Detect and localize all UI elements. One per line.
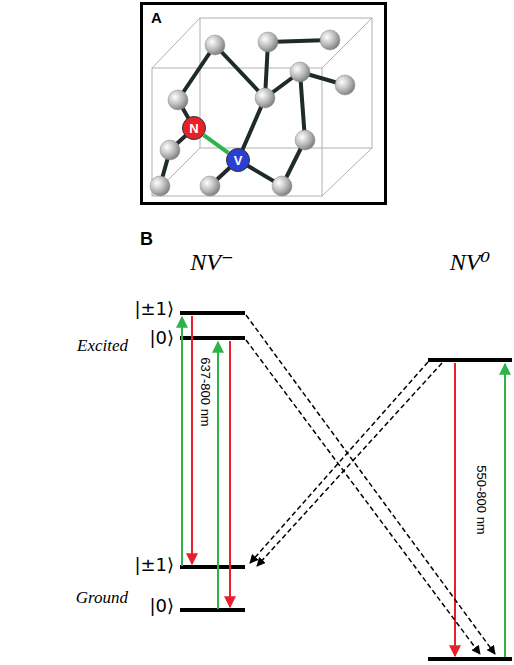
carbon-atom [200, 176, 220, 196]
energy-level [180, 336, 245, 340]
vacancy-site: V [226, 148, 250, 172]
carbon-atoms [150, 30, 355, 196]
conversion-arrows [246, 315, 495, 654]
spin-level-label: |0⟩ [149, 328, 174, 348]
cube-edge [322, 148, 372, 196]
emission-arrow [191, 316, 193, 564]
dashed-arrow [246, 315, 495, 654]
nitrogen-atom: N [182, 116, 206, 140]
carbon-atom [335, 75, 355, 95]
dashed-arrow [246, 340, 480, 654]
spin-level-label: |±1⟩ [134, 555, 174, 575]
unit-cell-wireframe [152, 18, 372, 196]
dashed-arrow [257, 363, 442, 566]
carbon-atom [255, 88, 275, 108]
excitation-arrow [504, 364, 506, 657]
carbon-atom [272, 176, 292, 196]
carbon-atom [258, 32, 278, 52]
carbon-atom [320, 30, 340, 50]
energy-level [180, 565, 245, 569]
wavelength-range: 637-800 nm [198, 357, 212, 426]
optical-transitions [182, 316, 505, 657]
manifold-label: Excited [77, 337, 128, 356]
excitation-arrow [181, 317, 183, 566]
panel-letter: A [151, 9, 384, 26]
panel-letter: B [140, 230, 153, 250]
bond [215, 45, 265, 98]
manifold-label: Ground [76, 589, 128, 608]
carbon-atom [205, 35, 225, 55]
energy-level [428, 358, 512, 362]
excitation-arrow [217, 342, 219, 609]
energy-level [180, 608, 245, 612]
spin-level-label: |0⟩ [149, 596, 174, 616]
bonds [160, 40, 345, 186]
carbon-atom [168, 90, 188, 110]
carbon-atom [160, 140, 180, 160]
emission-arrow [454, 363, 456, 656]
atom-symbol: N [189, 121, 198, 136]
energy-level [180, 311, 245, 315]
emission-arrow [229, 341, 231, 607]
carbon-atom [290, 62, 310, 82]
state-heading: NV⁰ [450, 249, 490, 275]
bond-connector [204, 135, 229, 153]
cube-back-face [200, 18, 372, 148]
carbon-atom [295, 130, 315, 150]
atom-symbol: V [234, 153, 243, 168]
spin-level-label: |±1⟩ [134, 299, 174, 319]
panel-box: A N V [140, 2, 387, 205]
state-heading: NV⁻ [190, 249, 233, 275]
carbon-atom [150, 176, 170, 196]
energy-levels [180, 313, 512, 659]
cube-front-face [152, 68, 322, 196]
energy-level [428, 657, 512, 661]
dashed-arrow [250, 362, 428, 563]
wavelength-range: 550-800 nm [474, 465, 488, 534]
